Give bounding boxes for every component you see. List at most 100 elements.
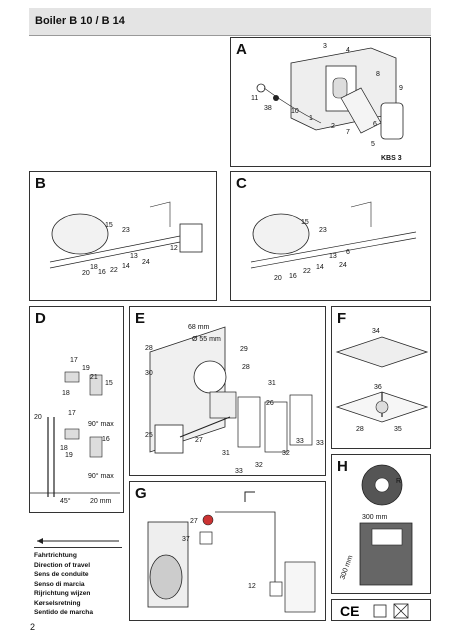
figure-panel-d: D 17 19 21 15 18 20 17 16 18 19 90° max … <box>29 306 124 513</box>
panel-letter: B <box>35 175 46 192</box>
certification-marks: CE <box>340 603 409 619</box>
direction-text: Direction of travel <box>34 561 91 569</box>
page-header: Boiler B 10 / B 14 <box>29 8 431 36</box>
direction-of-travel-legend: Fahrtrichtung Direction of travel Sens d… <box>34 535 122 618</box>
direction-text: Sentido de marcha <box>34 609 93 616</box>
dimension-label: 300 mm <box>362 514 387 521</box>
callout-label: 9 <box>399 85 403 92</box>
callout-label: 20 <box>34 414 42 421</box>
callout-label: 12 <box>248 583 256 590</box>
callout-label: 25 <box>145 432 153 439</box>
direction-text: Kørselsretning <box>34 599 81 607</box>
callout-label: 14 <box>122 263 130 270</box>
callout-label: 27 <box>190 518 198 525</box>
dimension-label: 20 mm <box>90 498 112 505</box>
callout-label: 30 <box>145 370 153 377</box>
callout-label: 23 <box>122 227 130 234</box>
page-number: 2 <box>30 622 36 632</box>
callout-label: 19 <box>65 452 73 459</box>
callout-label: 18 <box>90 264 98 271</box>
angle-label: 45° <box>60 497 71 505</box>
callout-label: 7 <box>346 129 350 136</box>
callout-label: 22 <box>303 268 311 275</box>
callout-label: 33 <box>296 438 304 445</box>
callout-label: 17 <box>70 357 78 364</box>
callout-label: 6 <box>346 249 350 256</box>
figure-h-drawing: R 300 mm 300 mm <box>339 464 413 586</box>
callout-label: 37 <box>182 536 190 543</box>
weee-bin-icon <box>393 603 409 619</box>
figure-panel-f: F 34 36 28 35 <box>331 306 431 449</box>
callout-label: 17 <box>68 410 76 417</box>
panel-letter: G <box>135 485 147 502</box>
callout-label: 32 <box>255 462 263 469</box>
callout-label: 32 <box>282 450 290 457</box>
direction-arrow <box>34 535 122 547</box>
panel-letter: F <box>337 310 347 327</box>
certification-box: CE <box>331 599 431 621</box>
callout-label: 15 <box>105 380 113 387</box>
callout-label: 34 <box>372 328 380 335</box>
figure-f-drawing: 34 36 28 35 <box>335 328 429 433</box>
callout-label: 16 <box>102 436 110 443</box>
panel-letter: D <box>35 310 46 327</box>
ce-mark: CE <box>340 603 359 619</box>
figure-d-drawing: 17 19 21 15 18 20 17 16 18 19 90° max 90… <box>30 357 120 505</box>
callout-label: 19 <box>82 365 90 372</box>
callout-label: 4 <box>346 47 350 54</box>
callout-label: 15 <box>301 219 309 226</box>
figure-panel-a: A 3 4 8 9 11 38 10 1 2 7 6 5 KBS 3 <box>230 37 431 167</box>
figure-a-drawing: 3 4 8 9 11 38 10 1 2 7 6 5 KBS 3 <box>251 43 404 162</box>
callout-label: 29 <box>240 346 248 353</box>
callout-label: 36 <box>374 384 382 391</box>
direction-text: Senso di marcia <box>34 580 85 588</box>
figure-c-drawing: 15 23 6 13 24 14 22 20 16 <box>250 201 417 282</box>
direction-text: Rijrichtung wijzen <box>34 590 91 597</box>
callout-label: 16 <box>98 269 106 276</box>
callout-label: 28 <box>242 364 250 371</box>
dimension-label: Ø 55 mm <box>192 336 221 343</box>
callout-label: 20 <box>82 270 90 277</box>
angle-label: 90° max <box>88 472 114 480</box>
figure-panel-c: C 15 23 6 13 24 14 22 20 16 <box>230 171 431 301</box>
callout-label: 33 <box>235 468 243 475</box>
dimension-label: 300 mm <box>339 554 354 580</box>
figure-e-drawing: 68 mm Ø 55 mm 28 29 30 28 31 26 25 27 31… <box>145 324 324 475</box>
callout-label: 21 <box>90 374 98 381</box>
recycle-icon <box>373 604 387 618</box>
direction-translations: Fahrtrichtung Direction of travel Sens d… <box>34 547 122 618</box>
callout-label: 23 <box>319 227 327 234</box>
page-title: Boiler B 10 / B 14 <box>35 15 125 27</box>
callout-label: 2 <box>331 123 335 130</box>
figure-panel-e: E 68 mm Ø 55 mm 28 29 30 28 31 26 25 27 … <box>129 306 326 476</box>
callout-label: 28 <box>356 426 364 433</box>
radius-label: R <box>396 478 401 485</box>
figure-g-drawing: 27 37 12 <box>147 491 316 613</box>
figure-panel-g: G 27 37 12 <box>129 481 326 621</box>
callout-label: 27 <box>195 437 203 444</box>
direction-text: Sens de conduite <box>34 571 89 578</box>
panel-letter: A <box>236 41 247 58</box>
figure-panel-b: B 15 23 12 13 24 14 22 20 16 18 <box>29 171 217 301</box>
dimension-label: 68 mm <box>188 324 210 331</box>
callout-label: 3 <box>323 43 327 50</box>
panel-letter: C <box>236 175 247 192</box>
direction-text: Fahrtrichtung <box>34 552 77 559</box>
figure-b-drawing: 15 23 12 13 24 14 22 20 16 18 <box>49 201 203 277</box>
figure-panel-h: H R 300 mm 300 mm <box>331 454 431 594</box>
callout-label: 1 <box>309 115 313 122</box>
callout-label: 12 <box>170 245 178 252</box>
callout-label: 26 <box>266 400 274 407</box>
callout-label: 28 <box>145 345 153 352</box>
callout-label: 14 <box>316 264 324 271</box>
callout-label: 31 <box>222 450 230 457</box>
callout-label: 33 <box>316 440 324 447</box>
callout-label: 18 <box>62 390 70 397</box>
callout-label: 18 <box>60 445 68 452</box>
callout-label: 20 <box>274 275 282 282</box>
callout-label: 13 <box>329 253 337 260</box>
panel-letter: E <box>135 310 146 327</box>
callout-label: 5 <box>371 141 375 148</box>
callout-label: 38 <box>264 105 272 112</box>
panel-letter: H <box>337 458 348 475</box>
